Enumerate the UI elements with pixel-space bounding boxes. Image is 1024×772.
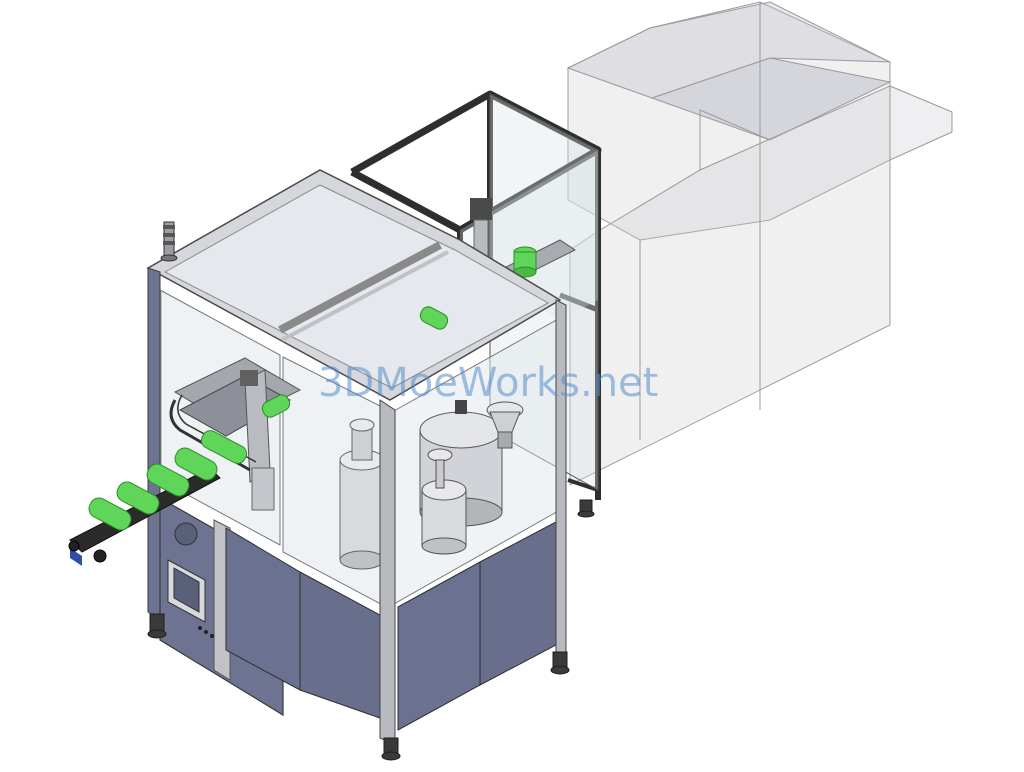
feeder-station-left bbox=[339, 418, 385, 570]
cable-chain-icon bbox=[169, 394, 257, 472]
signal-tower-icon bbox=[160, 221, 178, 262]
cabinet-right-column bbox=[555, 299, 567, 661]
cabinet-front-column bbox=[379, 399, 396, 746]
infeed-product-tubes bbox=[88, 447, 218, 531]
ghost-downstream-unit bbox=[566, 1, 953, 486]
inner-product-tubes bbox=[200, 306, 449, 464]
levelling-foot-icon bbox=[147, 499, 595, 761]
feeder-station-front bbox=[421, 448, 467, 555]
main-top-frame bbox=[146, 169, 562, 401]
left-linear-module bbox=[173, 357, 302, 511]
